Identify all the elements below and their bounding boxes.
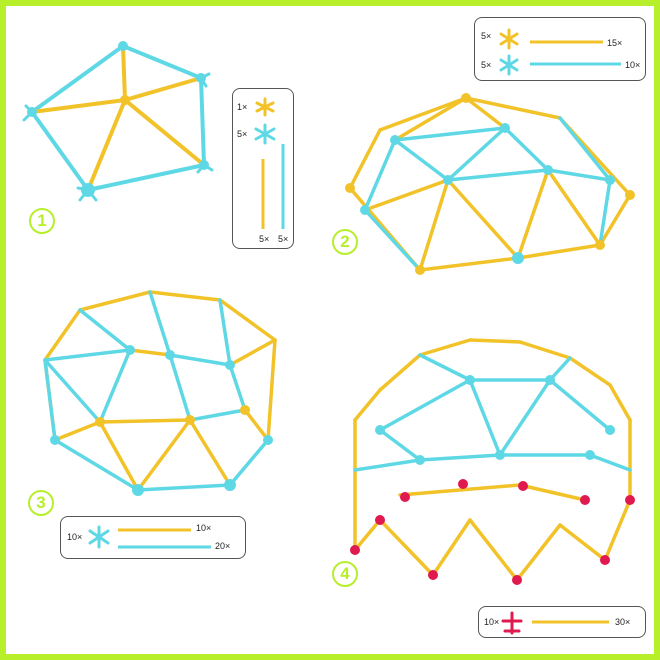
step-1-number: 1	[29, 208, 55, 234]
cyan-hub-qty: 10×	[67, 532, 83, 542]
cyan-hub-icon	[88, 525, 110, 549]
cyan-rod-qty: 20×	[215, 541, 231, 551]
step1-structure	[22, 41, 214, 202]
legend-step-2: 5× 15× 5× 10×	[474, 17, 646, 81]
legend-step-3: 10× 10× 20×	[60, 516, 246, 559]
step3-structure	[43, 290, 277, 496]
legend-1-icons	[254, 97, 285, 229]
step-2-number: 2	[332, 229, 358, 255]
yellow-hub-qty: 5×	[481, 31, 492, 41]
legend-2-icons	[499, 28, 621, 76]
cyan-hub-qty: 5×	[481, 60, 492, 70]
cyan-hub-icon	[254, 123, 276, 145]
cyan-hub-icon	[499, 54, 519, 76]
step-4-number: 4	[332, 561, 358, 587]
red-hub-qty: 10×	[484, 617, 500, 627]
yellow-rod-qty: 10×	[196, 523, 212, 533]
yellow-hub-icon	[255, 97, 275, 117]
red-hub-icon	[501, 611, 523, 635]
yellow-rod-qty: 5×	[259, 234, 270, 244]
legend-4-icons	[501, 611, 609, 635]
yellow-hub-icon	[499, 28, 519, 50]
step-3-number: 3	[28, 490, 54, 516]
step2-structure	[345, 93, 635, 275]
step4-structure	[350, 338, 635, 585]
legend-step-1: 1× 5× 5× 5×	[232, 88, 294, 249]
cyan-rod-qty: 10×	[625, 60, 641, 70]
cyan-rod-qty: 5×	[278, 234, 289, 244]
legend-step-4: 10× 30×	[478, 606, 646, 638]
yellow-rod-qty: 30×	[615, 617, 631, 627]
legend-3-icons	[88, 525, 211, 549]
cyan-hub-qty: 5×	[237, 129, 248, 139]
yellow-hub-qty: 1×	[237, 102, 248, 112]
yellow-rod-qty: 15×	[607, 38, 623, 48]
